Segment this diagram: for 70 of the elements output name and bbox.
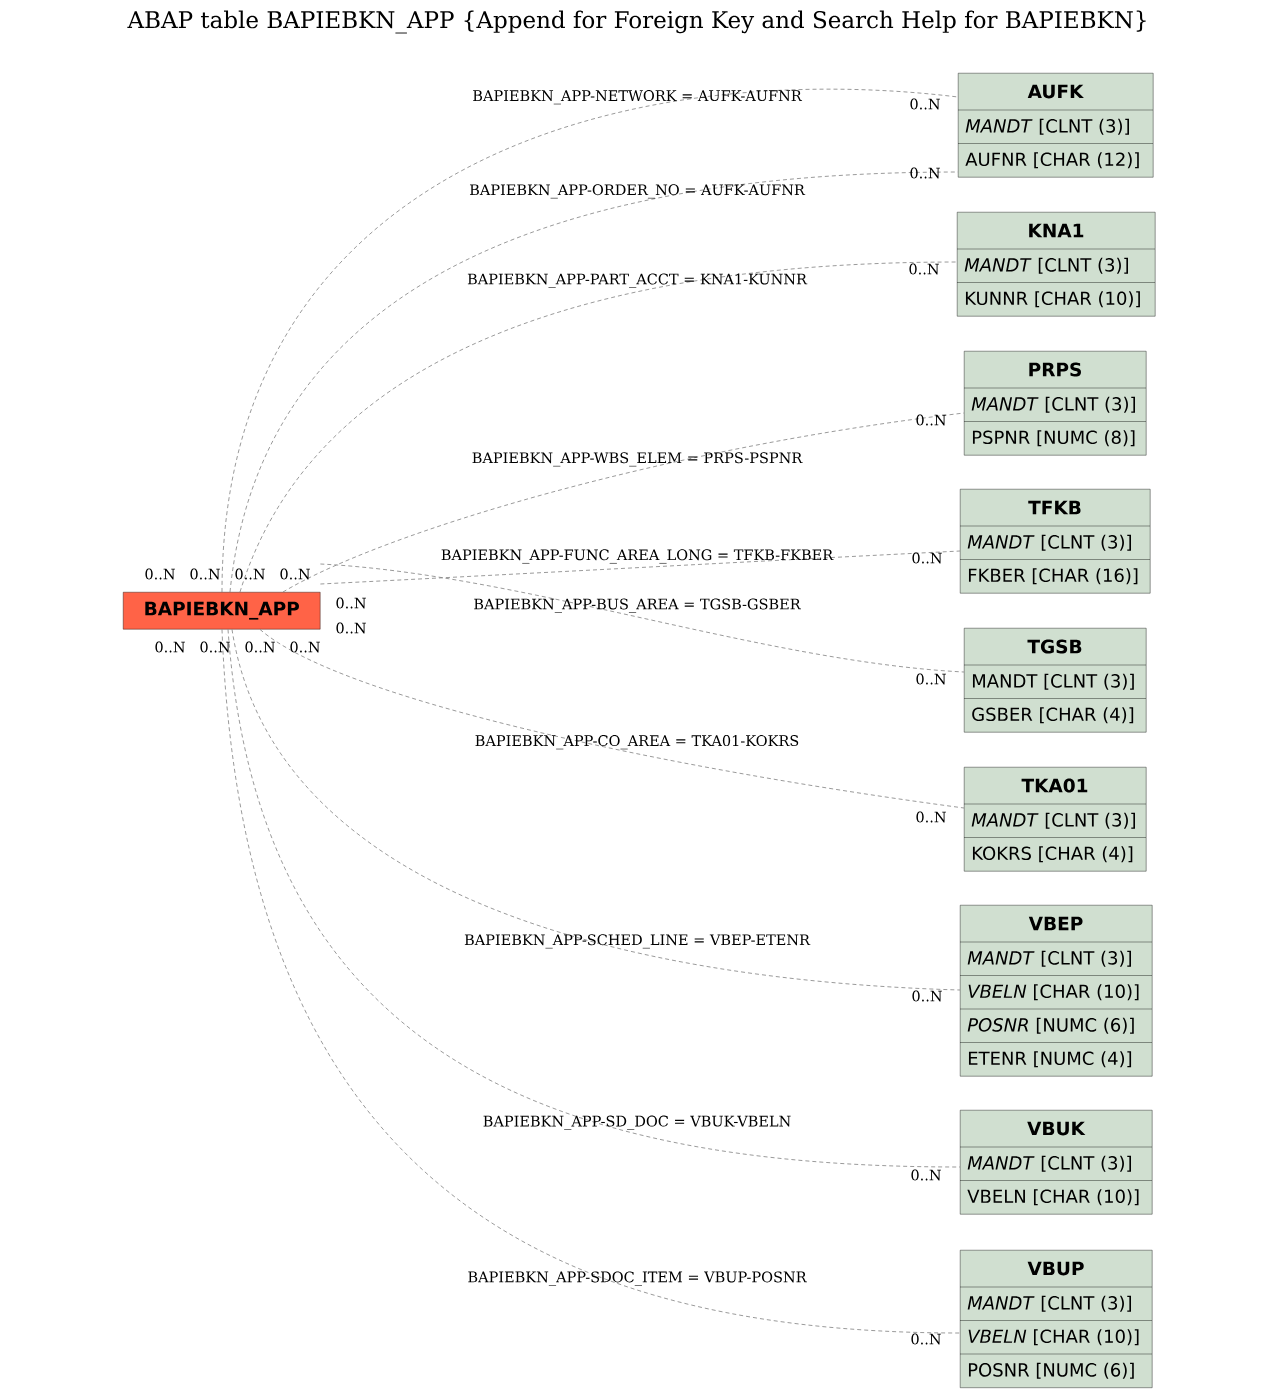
field-row: MANDT [CLNT (3)] <box>972 673 1134 690</box>
field-row: MANDT [CLNT (3)] <box>971 396 1135 413</box>
cardinality-label: 0..N <box>916 414 946 426</box>
field-row: GSBER [CHAR (4)] <box>972 707 1134 724</box>
field-row: KOKRS [CHAR (4)] <box>972 846 1133 863</box>
cardinality-label: 0..N <box>910 98 940 110</box>
table-header: KNA1 <box>1029 223 1084 238</box>
cardinality-label: 0..N <box>912 552 942 564</box>
field-row: MANDT [CLNT (3)] <box>967 950 1131 967</box>
relationship-line <box>259 629 965 809</box>
edge-label: BAPIEBKN_APP-CO_AREA = TKA01-KOKRS <box>475 735 799 750</box>
field-row: POSNR [NUMC (6)] <box>967 1017 1134 1034</box>
cardinality-label: 0..N <box>909 263 939 275</box>
table-header: TGSB <box>1027 639 1082 654</box>
cardinality-label: 0..N <box>916 811 946 823</box>
field-row: MANDT [CLNT (3)] <box>967 1155 1131 1172</box>
field-row: POSNR [NUMC (6)] <box>968 1362 1134 1379</box>
field-row: MANDT [CLNT (3)] <box>964 257 1128 274</box>
field-row: PSPNR [NUMC (8)] <box>972 430 1135 447</box>
field-row: MANDT [CLNT (3)] <box>965 118 1129 135</box>
field-row: ETENR [NUMC (4)] <box>968 1051 1132 1068</box>
relationship-line <box>320 563 965 673</box>
table-header: AUFK <box>1027 84 1084 99</box>
table-header: TKA01 <box>1021 778 1088 793</box>
relationship-line <box>239 261 958 593</box>
cardinality-label: 0..N <box>200 641 230 653</box>
field-row: MANDT [CLNT (3)] <box>967 1295 1131 1312</box>
relationship-line <box>231 629 961 991</box>
edge-label: BAPIEBKN_APP-SDOC_ITEM = VBUP-POSNR <box>468 1271 807 1286</box>
cardinality-label: 0..N <box>245 641 275 653</box>
edge-label: BAPIEBKN_APP-ORDER_NO = AUFK-AUFNR <box>470 184 806 199</box>
edge-label: BAPIEBKN_APP-PART_ACCT = KNA1-KUNNR <box>467 273 808 288</box>
field-row: KUNNR [CHAR (10)] <box>965 291 1140 308</box>
field-row: VBELN [CHAR (10)] <box>967 1189 1139 1206</box>
field-row: FKBER [CHAR (16)] <box>968 568 1138 585</box>
field-row: MANDT [CLNT (3)] <box>971 812 1135 829</box>
relationship-line <box>320 550 961 585</box>
table-header: PRPS <box>1029 362 1081 377</box>
title: ABAP table BAPIEBKN_APP {Append for Foreign Key and Search Help for BAPIEBKN} <box>127 10 1146 34</box>
table-header: TFKB <box>1028 500 1081 515</box>
edge-label: BAPIEBKN_APP-WBS_ELEM = PRPS-PSPNR <box>472 452 803 467</box>
field-row: VBELN [CHAR (10)] <box>968 984 1139 1001</box>
edge-label: BAPIEBKN_APP-BUS_AREA = TGSB-GSBER <box>474 598 801 613</box>
edge-label: BAPIEBKN_APP-NETWORK = AUFK-AUFNR <box>473 90 803 105</box>
field-row: MANDT [CLNT (3)] <box>967 534 1131 551</box>
cardinality-label: 0..N <box>911 1169 941 1181</box>
cardinality-label: 0..N <box>911 1333 941 1345</box>
relationship-line <box>282 412 965 593</box>
relationship-line <box>227 629 961 1168</box>
table-header: VBUP <box>1027 1261 1084 1276</box>
cardinality-label: 0..N <box>336 622 366 634</box>
edge-label: BAPIEBKN_APP-SCHED_LINE = VBEP-ETENR <box>464 934 811 949</box>
table-header: VBEP <box>1028 916 1083 931</box>
cardinality-label: 0..N <box>910 167 940 179</box>
field-row: VBELN [CHAR (10)] <box>968 1329 1139 1346</box>
relationship-line <box>221 629 961 1334</box>
cardinality-label: 0..N <box>280 568 310 580</box>
relationship-line <box>221 89 959 593</box>
edge-label: BAPIEBKN_APP-FUNC_AREA_LONG = TFKB-FKBER <box>441 549 834 564</box>
cardinality-label: 0..N <box>290 641 320 653</box>
edge-label: BAPIEBKN_APP-SD_DOC = VBUK-VBELN <box>483 1115 791 1130</box>
cardinality-label: 0..N <box>916 673 946 685</box>
cardinality-label: 0..N <box>336 597 366 609</box>
cardinality-label: 0..N <box>235 568 265 580</box>
field-row: AUFNR [CHAR (12)] <box>965 152 1139 169</box>
cardinality-label: 0..N <box>912 990 942 1002</box>
table-box: BAPIEBKN_APP <box>123 592 321 630</box>
cardinality-label: 0..N <box>190 568 220 580</box>
relationship-line <box>229 171 959 593</box>
table-header: VBUK <box>1027 1121 1086 1136</box>
